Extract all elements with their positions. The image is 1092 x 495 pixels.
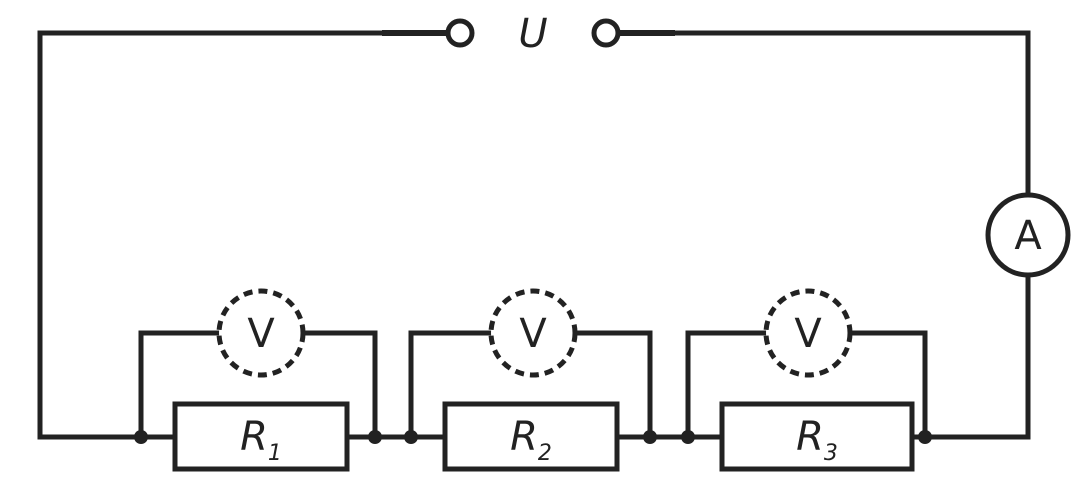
junction-dot	[681, 430, 695, 444]
resistor-r2-body	[442, 401, 620, 472]
voltmeter-branch-2-right	[572, 330, 653, 440]
voltmeter-3-icon	[763, 288, 853, 378]
ammeter: A	[985, 192, 1071, 278]
resistor-r2-letter: R	[510, 414, 538, 460]
voltmeter-branch-3	[685, 330, 768, 440]
voltmeter-1-icon	[216, 288, 306, 378]
resistor-r3: R3	[719, 401, 915, 472]
junction-dot	[404, 430, 418, 444]
source-label: U	[518, 11, 547, 57]
wire-right-bottom	[909, 272, 1031, 440]
wire-left-loop	[37, 30, 451, 440]
voltmeter-2-icon	[488, 288, 578, 378]
voltmeter-1-symbol: V	[247, 311, 275, 357]
resistor-r1: R1	[172, 401, 350, 472]
resistor-r3-index: 3	[824, 441, 838, 466]
ammeter-icon	[985, 192, 1071, 278]
resistor-r3-body	[719, 401, 915, 472]
resistor-r3-letter: R	[796, 414, 824, 460]
junction-dot	[368, 430, 382, 444]
resistor-r1-body	[172, 401, 350, 472]
voltmeter-2: V	[488, 288, 578, 378]
voltmeter-3: V	[763, 288, 853, 378]
junction-dot	[918, 430, 932, 444]
resistor-r1-letter: R	[240, 414, 268, 460]
voltmeter-3-symbol: V	[794, 311, 822, 357]
resistor-r2-label: R2	[510, 414, 552, 466]
resistor-r2: R2	[442, 401, 620, 472]
voltmeter-branch-1-right	[300, 330, 378, 440]
resistor-r1-label: R1	[240, 414, 282, 466]
voltmeter-1: V	[216, 288, 306, 378]
resistor-r1-index: 1	[268, 441, 282, 466]
junctions	[134, 430, 932, 444]
junction-dot	[134, 430, 148, 444]
source-terminal-left-icon	[445, 18, 475, 48]
wire-right-top	[615, 30, 1031, 198]
resistor-r2-index: 2	[538, 441, 552, 466]
voltmeter-branch-3-right	[847, 330, 928, 440]
voltmeter-branch-1	[138, 330, 221, 440]
source-terminal-right-icon	[591, 18, 621, 48]
ammeter-symbol: A	[1014, 213, 1042, 259]
voltmeter-2-symbol: V	[519, 311, 547, 357]
voltmeter-branch-2	[408, 330, 493, 440]
resistor-r3-label: R3	[796, 414, 838, 466]
junction-dot	[643, 430, 657, 444]
